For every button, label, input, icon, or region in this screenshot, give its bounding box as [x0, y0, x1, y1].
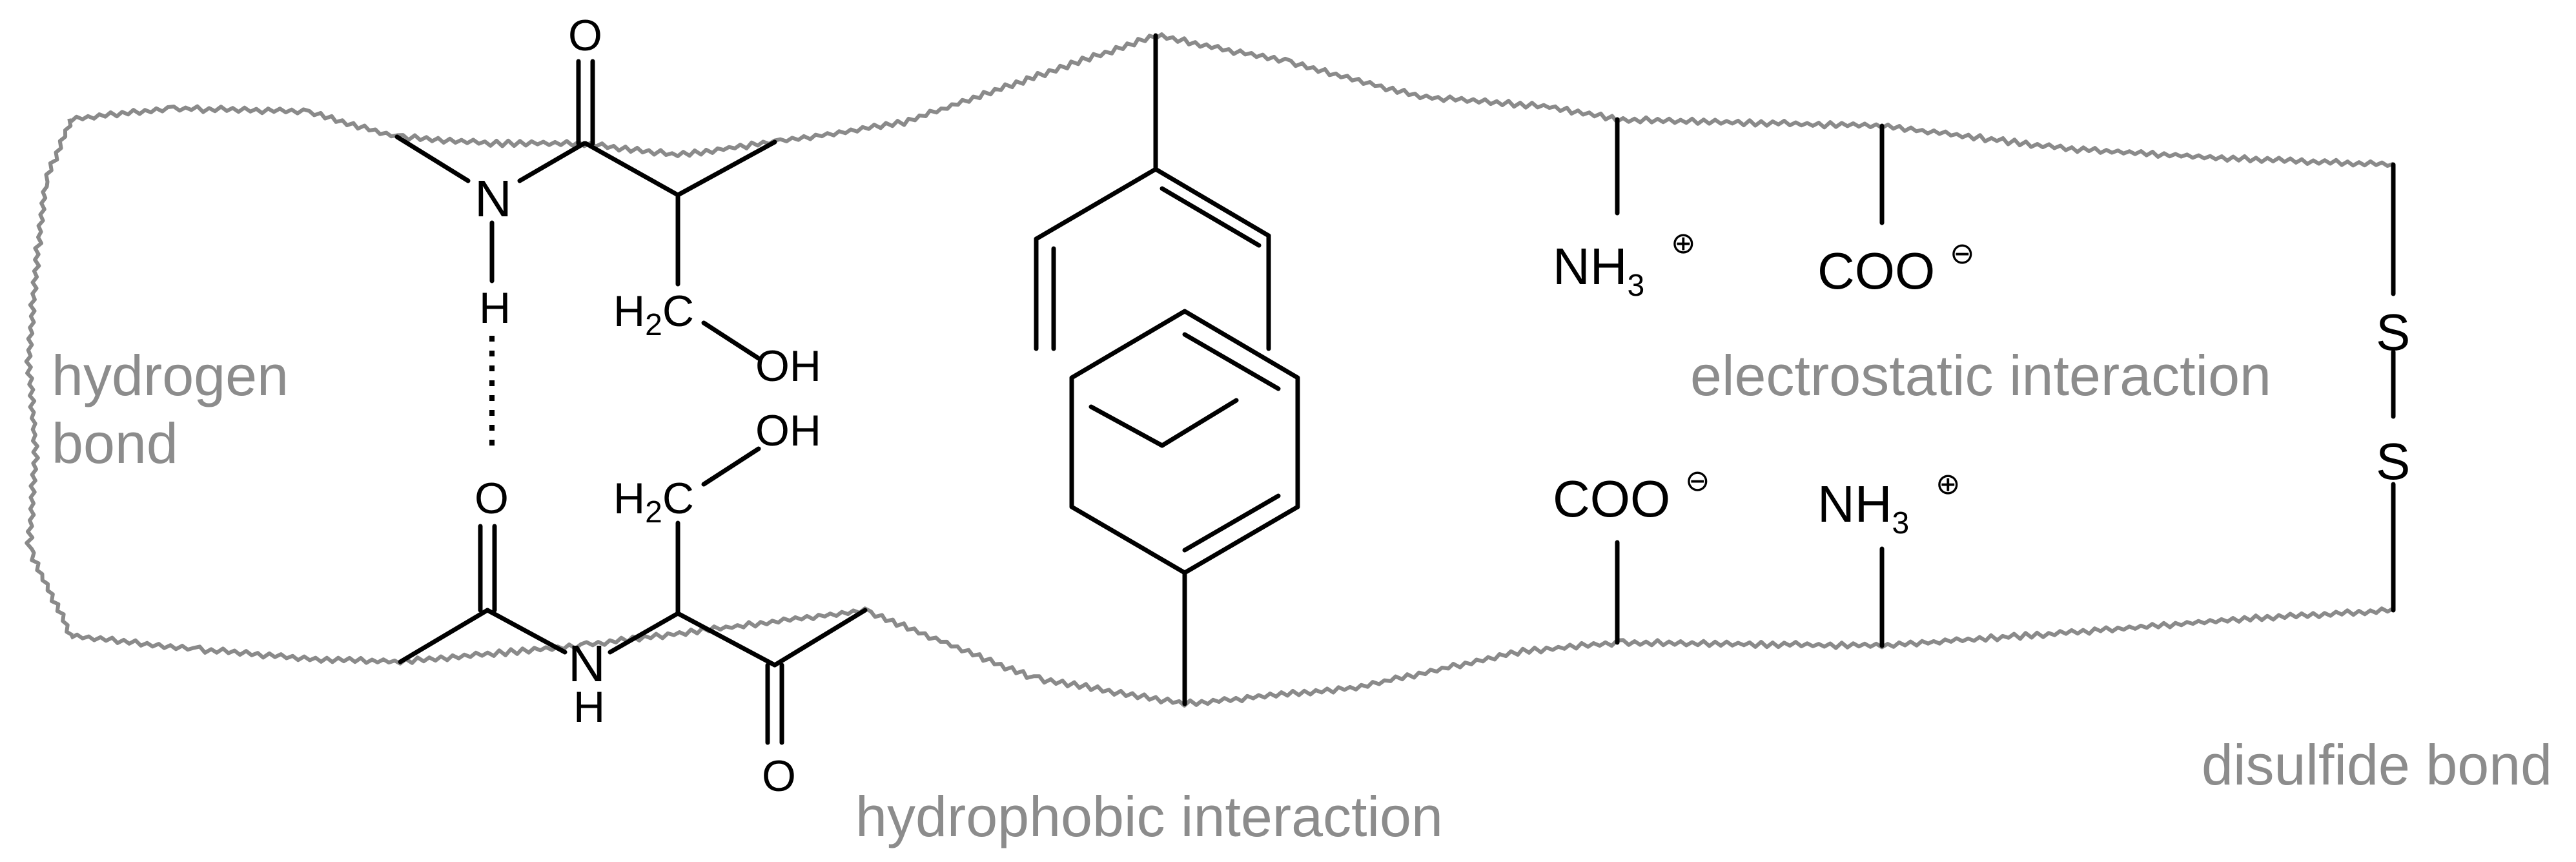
bond-backbone-to-n-top [394, 134, 471, 183]
caption-hydrogen-bond-line1: hydrogen [52, 344, 289, 407]
bond-phenyl-upper-right-a [1153, 167, 1271, 238]
atom-coo-top: COO [1817, 242, 1935, 300]
caption-electrostatic-interaction: electrostatic interaction [1690, 344, 2271, 407]
bond-carbonyl-to-n-bottom [485, 608, 567, 655]
atom-o-top: O [568, 11, 602, 60]
atom-coo-bottom: COO [1553, 470, 1670, 528]
atom-nh3-top: NH3 [1553, 238, 1644, 303]
benzene-ring-outline [1069, 309, 1300, 575]
backbone-left-end [24, 118, 74, 637]
hydrogen-bond-group: O N H H2C OH O H2C OH N H O hydrogen bon… [52, 11, 868, 801]
bond-backbone-to-carbonyl-mid [398, 608, 490, 664]
atom-h-bottom: H [573, 682, 605, 732]
caption-hydrophobic-interaction: hydrophobic interaction [855, 785, 1443, 848]
atom-oh-bottom: OH [755, 406, 821, 455]
bond-ch2-to-oh-bottom [701, 446, 761, 487]
atom-n-top: N [475, 170, 512, 227]
bond-carbonyl-to-calpha-top [583, 141, 680, 198]
benzene-inner-bond-top-right [1182, 332, 1281, 391]
benzene-inner-bond-center [1160, 398, 1239, 448]
atom-h-top: H [479, 283, 511, 333]
atom-o-mid: O [475, 474, 509, 523]
atom-s-top: S [2376, 303, 2410, 361]
hydrophobic-interaction-group: hydrophobic interaction [855, 33, 1443, 848]
atom-nh3-bottom: NH3 [1817, 475, 1909, 540]
atom-h2c-top: H2C [613, 287, 694, 342]
charge-coo-bottom: ⊖ [1685, 464, 1710, 497]
bond-phenyl-upper-left [1034, 167, 1158, 241]
bond-n-to-carbonyl-top [517, 141, 587, 183]
electrostatic-interaction-group: NH3 ⊕ COO ⊖ COO ⊖ NH3 ⊕ electrostatic in… [1553, 117, 2271, 648]
benzene-inner-bond-left [1089, 404, 1165, 448]
bond-ch2-to-oh-top [701, 320, 761, 361]
atom-s-bottom: S [2376, 433, 2410, 490]
bond-phenyl-upper-right-b [1160, 186, 1262, 248]
backbone-bottom-strand [70, 606, 2395, 708]
disulfide-bond-group: S S disulfide bond [2202, 162, 2552, 797]
caption-hydrogen-bond-line2: bond [52, 411, 178, 475]
caption-disulfide-bond: disulfide bond [2202, 733, 2552, 797]
charge-nh3-top: ⊕ [1671, 226, 1696, 260]
bond-calpha-to-backbone-top [675, 139, 777, 198]
bond-calpha-to-carbonyl-bottom [675, 611, 777, 668]
benzene-inner-bond-bottom-right [1182, 493, 1281, 553]
atom-h2c-bottom: H2C [613, 474, 694, 529]
atom-oh-top: OH [755, 342, 821, 391]
bond-carbonyl-bottom-to-backbone [772, 608, 868, 668]
atom-n-bottom: N [568, 635, 606, 692]
charge-nh3-bottom: ⊕ [1936, 467, 1961, 500]
charge-coo-top: ⊖ [1950, 236, 1975, 270]
atom-o-bottom: O [762, 752, 796, 801]
bond-n-to-calpha-bottom [608, 611, 680, 655]
backbone-top-strand [70, 32, 2395, 168]
